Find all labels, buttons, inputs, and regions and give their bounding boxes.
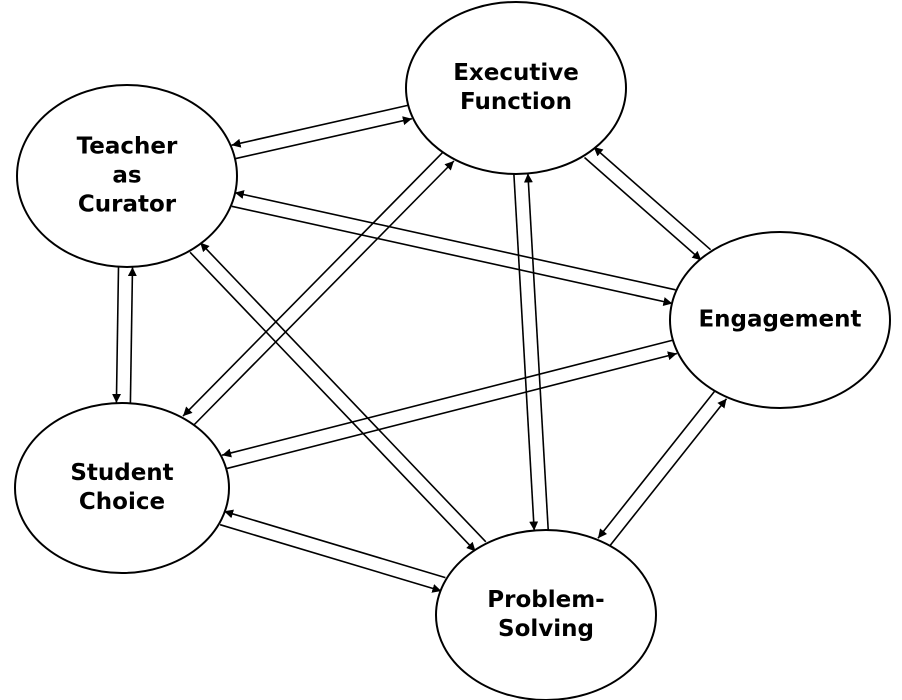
node-engagement: Engagement [669, 231, 891, 409]
node-label-teacher-as-curator: Curator [78, 192, 177, 218]
node-label-problem-solving: Solving [498, 616, 594, 642]
node-ellipse-problem-solving [435, 529, 657, 700]
arrow-student-choice-to-problem-solving [219, 523, 442, 593]
node-ellipse-executive-function [405, 1, 627, 175]
arrow-executive-function-to-problem-solving [513, 174, 539, 531]
node-label-student-choice: Student [70, 460, 173, 486]
arrow-teacher-as-curator-to-executive-function [234, 116, 413, 160]
arrow-student-choice-to-engagement [225, 351, 678, 470]
arrow-problem-solving-to-executive-function [523, 173, 549, 530]
node-label-problem-solving: Problem- [487, 587, 604, 613]
arrow-student-choice-to-executive-function [192, 160, 455, 427]
node-label-engagement: Engagement [698, 307, 861, 333]
arrow-engagement-to-teacher-as-curator [234, 190, 676, 291]
arrow-teacher-as-curator-to-engagement [231, 205, 673, 306]
arrow-teacher-as-curator-to-student-choice [112, 266, 122, 403]
node-ellipse-teacher-as-curator [16, 84, 238, 268]
node-label-teacher-as-curator: Teacher [77, 134, 178, 160]
arrow-executive-function-to-teacher-as-curator [231, 104, 409, 148]
arrow-problem-solving-to-teacher-as-curator [199, 242, 487, 543]
arrow-engagement-to-student-choice [221, 339, 674, 458]
node-ellipse-engagement [669, 231, 891, 409]
arrow-engagement-to-executive-function [593, 146, 712, 251]
node-label-executive-function: Function [460, 89, 572, 115]
arrow-teacher-as-curator-to-problem-solving [189, 251, 477, 552]
arrow-executive-function-to-student-choice [182, 150, 445, 417]
arrow-engagement-to-problem-solving [597, 389, 717, 539]
node-label-teacher-as-curator: as [112, 163, 141, 189]
edges-layer [112, 104, 728, 593]
node-problem-solving: Problem- Solving [435, 529, 657, 700]
arrow-problem-solving-to-student-choice [223, 509, 446, 579]
arrow-student-choice-to-teacher-as-curator [127, 267, 137, 404]
arrow-executive-function-to-engagement [583, 156, 702, 261]
node-label-executive-function: Executive [453, 60, 579, 86]
node-label-student-choice: Choice [79, 489, 165, 515]
arrow-problem-solving-to-engagement [608, 398, 728, 548]
node-ellipse-student-choice [14, 402, 230, 574]
